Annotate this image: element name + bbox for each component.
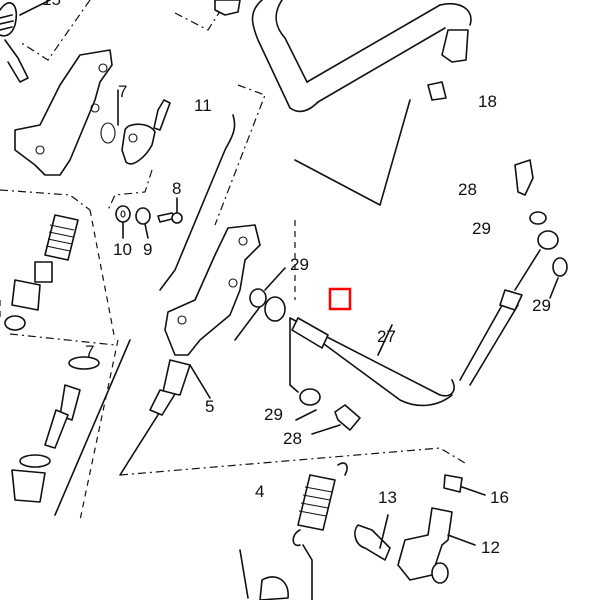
callout-5: 5: [205, 397, 214, 416]
callout-10: 10: [113, 240, 132, 259]
banjo-fitting: [249, 267, 361, 435]
callout-28-lower: 28: [283, 429, 302, 448]
part-15-assembly: [0, 0, 91, 83]
master-cylinder-left: [0, 49, 113, 211]
callout-18: 18: [478, 92, 497, 111]
callout-4: 4: [255, 482, 264, 501]
callout-29-lower: 29: [264, 405, 283, 424]
hose-top: [251, 0, 472, 113]
callout-28-right: 28: [458, 180, 477, 199]
top-fitting: [174, 0, 241, 31]
callout-8: 8: [172, 179, 181, 198]
callout-29-center: 29: [290, 255, 309, 274]
callout-7-lower: 7: [85, 342, 94, 361]
callout-27: 27: [377, 327, 396, 346]
part-5-cylinder: [149, 224, 261, 416]
callout-16: 16: [490, 488, 509, 507]
left-spring-piston: [0, 209, 116, 346]
callout-13: 13: [378, 488, 397, 507]
lower-left-assembly: [11, 339, 131, 521]
callout-12: 12: [481, 538, 500, 557]
callout-7-top: 7: [118, 82, 127, 101]
brake-hose-27: [289, 81, 568, 407]
callout-29-right: 29: [472, 219, 491, 238]
washers-9-10-bolt-8: [115, 197, 183, 239]
highlight-box: [328, 287, 352, 311]
callout-15: 15: [42, 0, 61, 9]
part-7-lever: [100, 89, 171, 211]
boundary-lines: [119, 84, 466, 476]
callout-29-far-right: 29: [532, 296, 551, 315]
callout-9: 9: [143, 240, 152, 259]
callout-labels: 15 7 11 18 8 10 9 28 29 29 29 27 5 7 29 …: [42, 0, 551, 557]
callout-11: 11: [194, 96, 212, 115]
lower-assembly: [239, 462, 486, 600]
